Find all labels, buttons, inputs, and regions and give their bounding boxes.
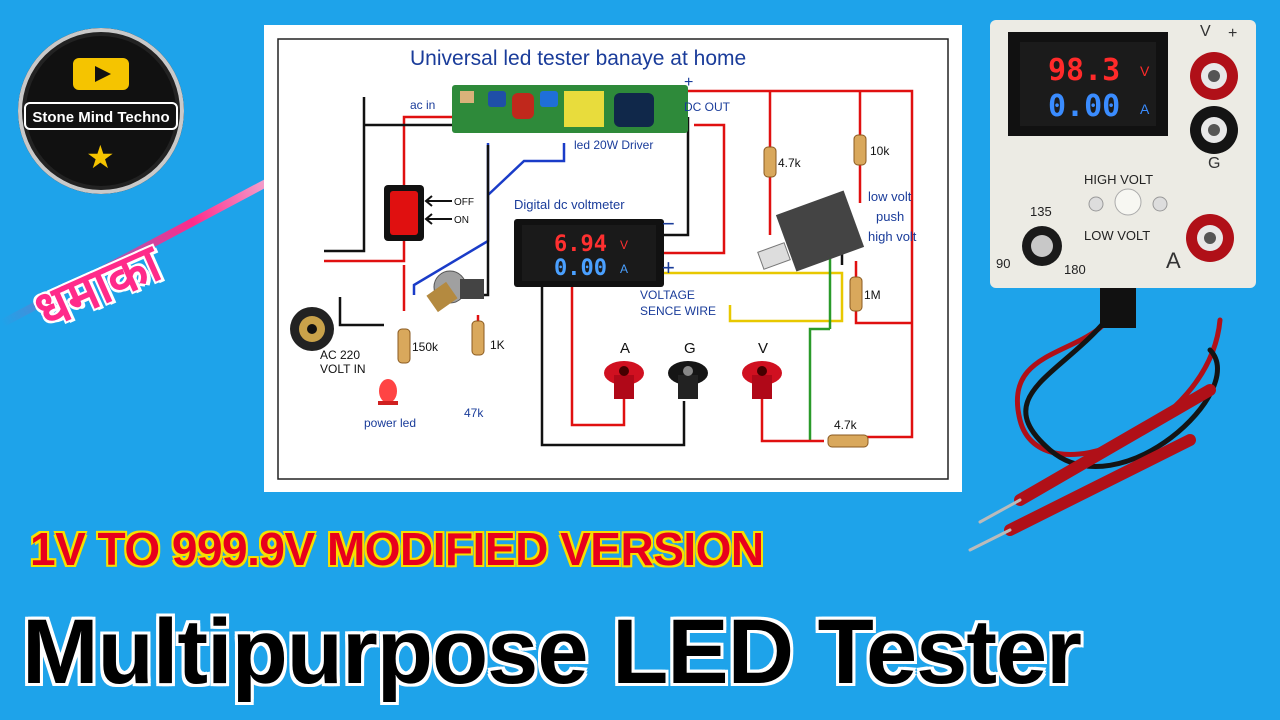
device-unit-v: V: [1140, 63, 1150, 79]
device-term-g: G: [1208, 155, 1220, 172]
channel-name: Stone Mind Techno: [24, 102, 178, 130]
terminal-v-red: [1190, 52, 1238, 100]
sense-label-2: SENCE WIRE: [640, 304, 716, 318]
circuit-diagram: Universal led tester banaye at home: [264, 25, 962, 492]
device-unit-a: A: [1140, 101, 1150, 117]
terminal-a: [604, 361, 644, 399]
diagram-title: Universal led tester banaye at home: [410, 47, 746, 70]
meter-unit-v: V: [620, 238, 628, 252]
off-label: OFF: [454, 197, 474, 208]
meter-plus: +: [662, 255, 675, 280]
push-button: [1114, 188, 1142, 216]
subtitle: 1V TO 999.9V MODIFIED VERSION: [30, 523, 764, 575]
high-volt-label: high volt: [868, 229, 917, 244]
r-47k-label: 47k: [464, 406, 484, 420]
device-low-volt: LOW VOLT: [1084, 228, 1150, 243]
sense-label-1: VOLTAGE: [640, 288, 695, 302]
dc-out-label: DC OUT: [684, 100, 731, 114]
r-4k7-bottom-label: 4.7k: [834, 418, 858, 432]
led-driver-board: [452, 85, 688, 133]
channel-logo: Stone Mind Techno ★: [18, 28, 184, 194]
ac220-label-2: VOLT IN: [320, 362, 366, 376]
dial-180: 180: [1064, 262, 1086, 277]
driver-label: led 20W Driver: [574, 138, 653, 152]
meter-unit-a: A: [620, 262, 628, 276]
r-150k-label: 150k: [412, 340, 439, 354]
device-term-plus: +: [1228, 25, 1237, 42]
power-led: [378, 379, 398, 405]
tester-device: 98.3 V 0.00 A V + G A HIGH VOLT LOW VOLT…: [988, 18, 1260, 290]
terminal-v: [742, 361, 782, 399]
meter-voltage: 6.94: [554, 232, 607, 257]
power-switch: [384, 185, 424, 241]
resistor-10k: [853, 134, 867, 166]
main-title: Multipurpose LED Tester: [22, 601, 1082, 703]
device-high-volt: HIGH VOLT: [1084, 172, 1153, 187]
low-volt-label: low volt: [868, 189, 912, 204]
resistor-150k: [397, 328, 411, 364]
resistor-4k7-top: [763, 146, 777, 178]
star-icon: ★: [86, 139, 115, 175]
voltmeter: [514, 219, 664, 287]
test-leads: [968, 288, 1223, 552]
meter-current: 0.00: [554, 256, 607, 281]
resistor-1m: [849, 276, 863, 312]
r-10k-label: 10k: [870, 144, 890, 158]
dial-90: 90: [996, 256, 1010, 271]
meter-minus: −: [662, 211, 675, 236]
power-led-label: power led: [364, 416, 416, 430]
push-label: push: [876, 209, 904, 224]
on-label: ON: [454, 215, 469, 226]
potentiometer: [426, 270, 484, 313]
dc-jack: [290, 307, 334, 351]
dial-135: 135: [1030, 204, 1052, 219]
r-1m-label: 1M: [864, 288, 881, 302]
device-current: 0.00: [1048, 89, 1120, 124]
terminal-a-label: A: [620, 340, 630, 357]
terminal-g-black: [1190, 106, 1238, 154]
resistor-1k: [471, 320, 485, 356]
r-4k7-top-label: 4.7k: [778, 156, 802, 170]
ac-in-label: ac in: [410, 98, 435, 112]
terminal-a-red: [1186, 214, 1234, 262]
terminal-g-label: G: [684, 340, 696, 357]
terminal-v-label: V: [758, 340, 768, 357]
voltmeter-label: Digital dc voltmeter: [514, 197, 625, 212]
arrow-on-icon: [424, 213, 452, 225]
push-switch: [757, 190, 865, 272]
arrow-off-icon: [424, 195, 452, 207]
ac220-label-1: AC 220: [320, 348, 360, 362]
terminal-g: [668, 361, 708, 399]
device-term-a: A: [1166, 248, 1181, 273]
r-1k-label: 1K: [490, 338, 505, 352]
voltage-knob: [1022, 226, 1062, 266]
device-voltage: 98.3: [1048, 53, 1120, 88]
dc-out-plus: +: [684, 74, 693, 91]
resistor-4k7-bottom: [827, 434, 869, 448]
dhamaka-badge: धमाका: [26, 233, 170, 342]
play-icon: [73, 58, 129, 90]
device-term-v: V: [1200, 23, 1211, 40]
